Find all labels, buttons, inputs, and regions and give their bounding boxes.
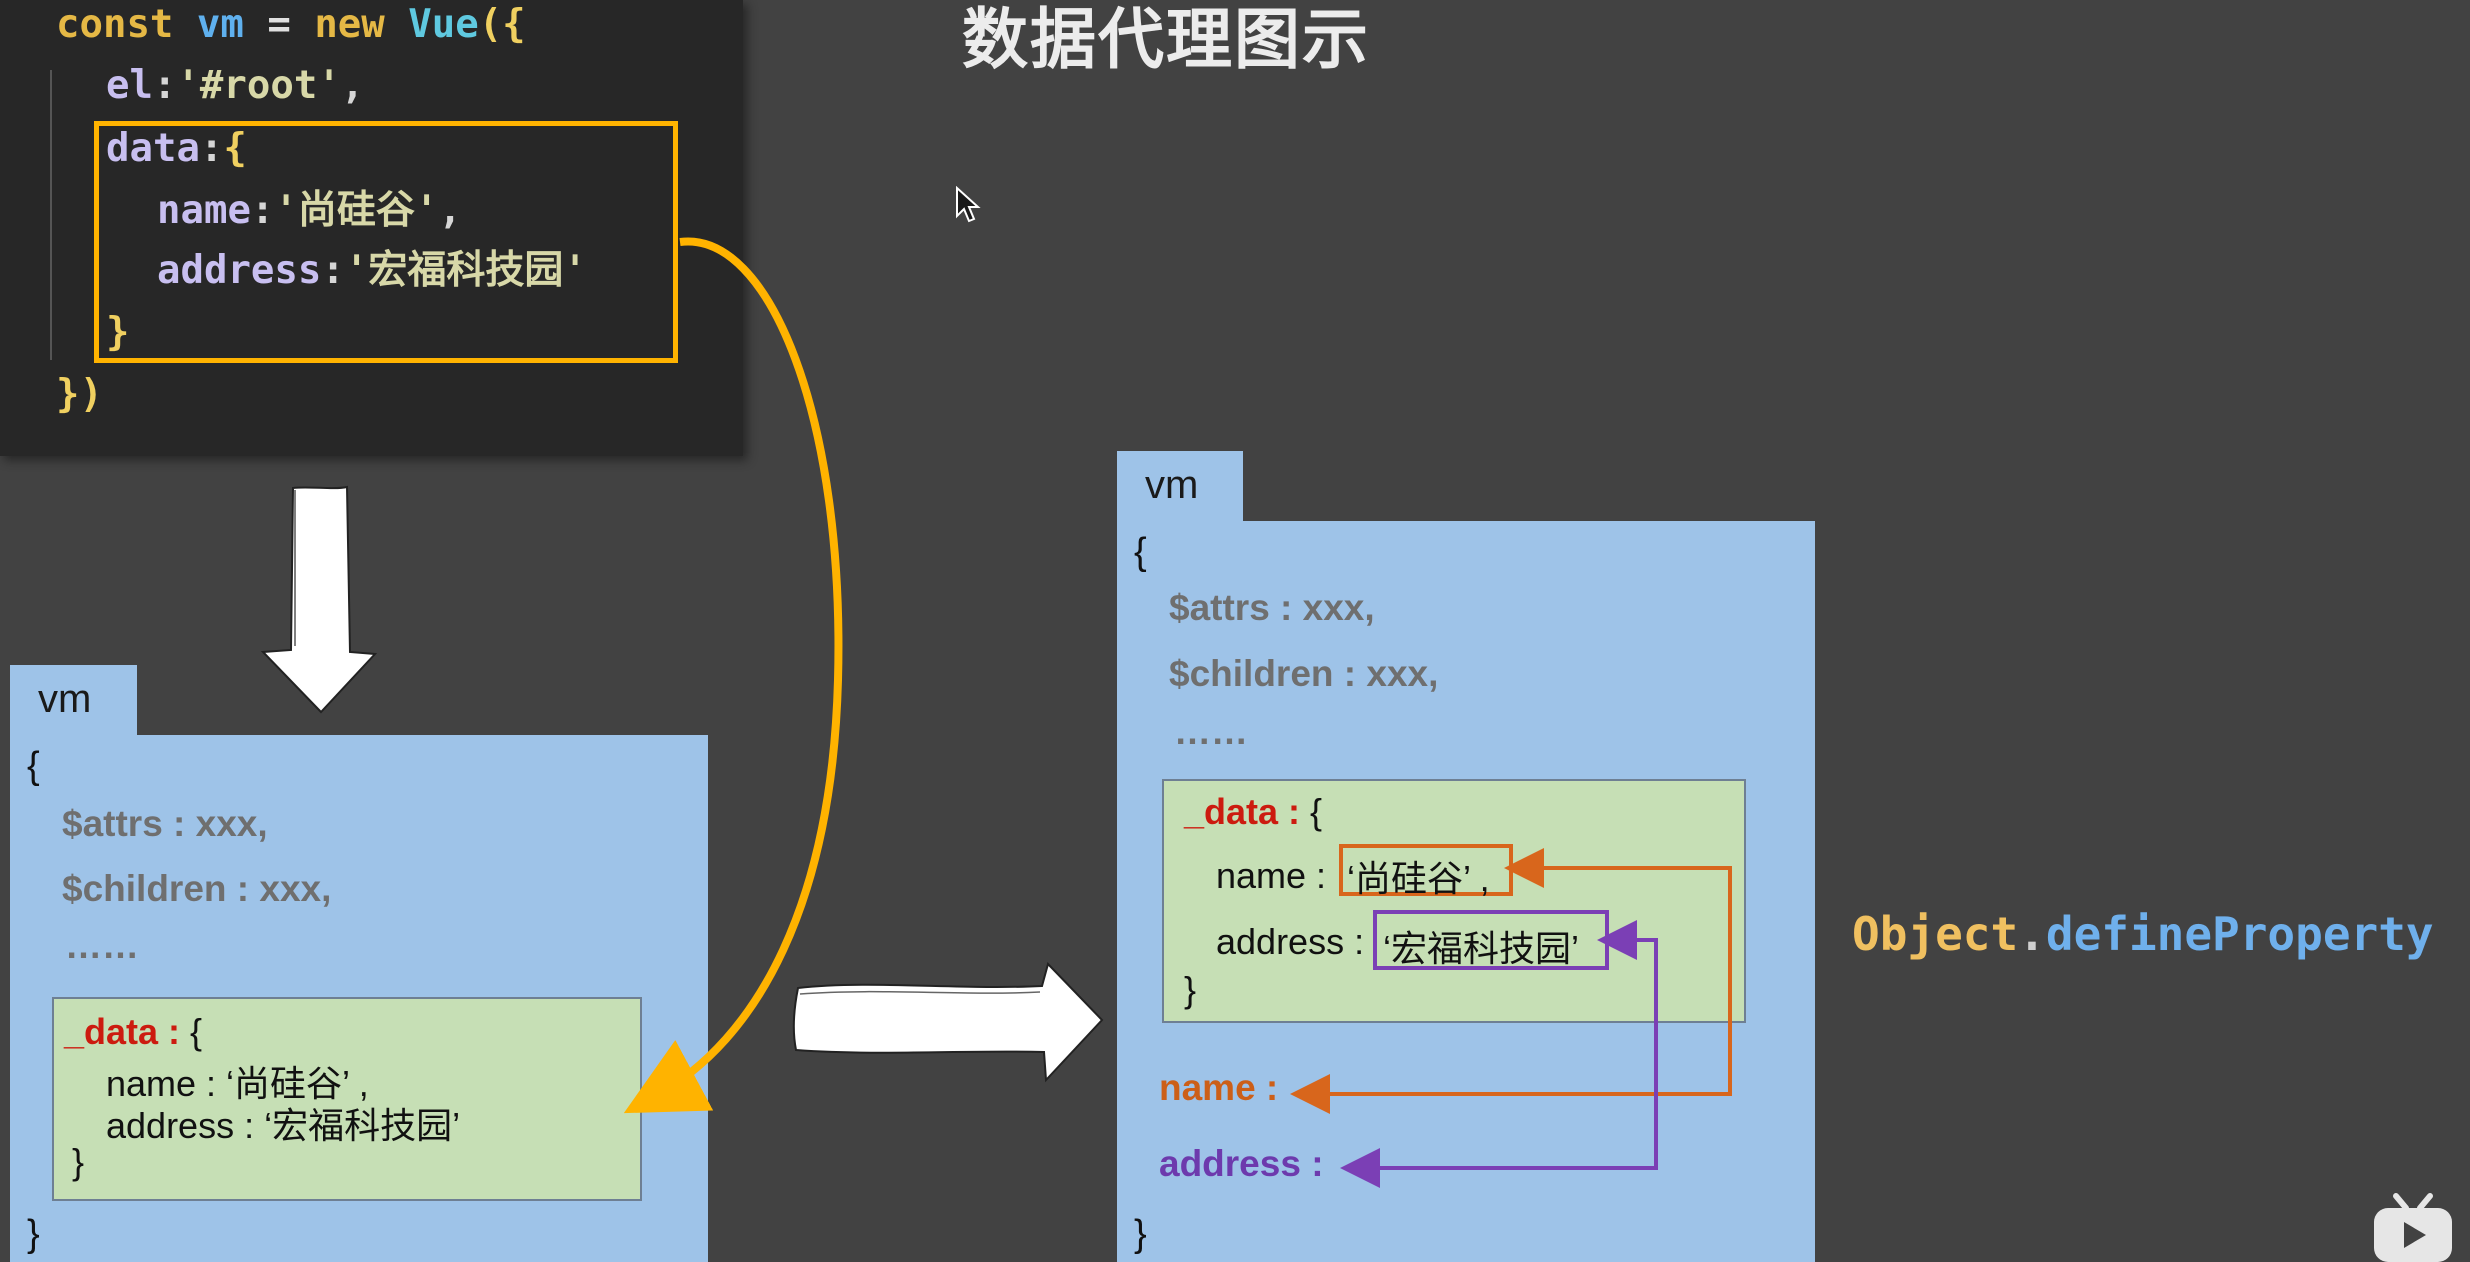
- code-token: '尚硅谷': [274, 188, 439, 233]
- children-line: $children : xxx,: [62, 868, 332, 909]
- data-close-brace: }: [1184, 969, 1197, 1010]
- code-token: :: [152, 63, 177, 108]
- code-token: =: [243, 2, 315, 47]
- name-value: ‘尚硅谷’ ,: [1347, 858, 1490, 899]
- vm-left-tab: vm: [10, 665, 137, 737]
- data-name-key: name :: [1216, 855, 1327, 896]
- page-title: 数据代理图示: [962, 1, 1370, 78]
- code-token: :: [250, 188, 275, 233]
- code-token: vm: [196, 2, 244, 47]
- data-copy-arrow: [623, 237, 843, 1114]
- attrs-line: $attrs : xxx,: [1169, 587, 1375, 628]
- name-value-box: ‘尚硅谷’ ,: [1339, 844, 1513, 899]
- code-token: address: [157, 248, 322, 293]
- code-line-3: data:{: [106, 124, 247, 174]
- tv-logo-icon: [2374, 1193, 2452, 1262]
- dot-token: .: [2018, 907, 2046, 961]
- code-token: :: [321, 248, 345, 293]
- children-line: $children : xxx,: [1169, 653, 1439, 694]
- code-line-7: }): [56, 370, 103, 420]
- proxy-name-property: name :: [1159, 1067, 1279, 1108]
- define-property-label: Object.defineProperty: [1852, 907, 2434, 961]
- vm-right-tab: vm: [1117, 451, 1243, 523]
- method-token: defineProperty: [2045, 907, 2434, 961]
- data-name-line: name : ‘尚硅谷’ ,: [106, 1063, 369, 1104]
- address-value: ‘宏福科技园’: [1383, 928, 1579, 969]
- open-brace: {: [1134, 531, 1147, 573]
- indent-guide: [50, 70, 52, 360]
- ellipsis: ……: [65, 925, 139, 966]
- name-getter-connector: [1308, 848, 1732, 1096]
- code-line-5: address:'宏福科技园': [157, 246, 587, 296]
- hand-drawn-right-arrow-icon: [792, 962, 1104, 1083]
- hand-drawn-down-arrow-icon: [260, 485, 378, 714]
- code-token: const: [56, 2, 174, 47]
- data-key-label: _data :: [1184, 791, 1301, 832]
- close-brace: }: [27, 1213, 40, 1255]
- code-token: '宏福科技园': [344, 248, 587, 293]
- close-brace: }: [1134, 1213, 1147, 1255]
- data-object-header: _data : {: [64, 1011, 202, 1053]
- code-token: data: [106, 126, 200, 171]
- mouse-pointer-icon: [956, 186, 981, 223]
- data-object-box: _data : { name : ‘尚硅谷’ , address : ‘宏福科技…: [52, 997, 642, 1201]
- code-token: ,: [438, 188, 462, 233]
- code-token: {: [223, 126, 247, 171]
- code-token: Vue: [408, 2, 479, 47]
- code-token: new: [314, 2, 385, 47]
- code-line-1: const vm = new Vue({: [56, 0, 526, 50]
- code-token: ({: [478, 2, 526, 47]
- data-address-key: address :: [1216, 921, 1365, 962]
- code-token: }): [56, 372, 103, 417]
- code-line-6: }: [106, 308, 129, 358]
- data-address-line: address : ‘宏福科技园’: [106, 1105, 461, 1146]
- data-open-brace: {: [1300, 791, 1323, 832]
- vm-left-box: { $attrs : xxx, $children : xxx, …… _dat…: [10, 735, 708, 1262]
- code-token: }: [106, 310, 130, 355]
- code-token: name: [157, 188, 251, 233]
- code-token: '#root': [176, 63, 341, 108]
- data-key-label: _data :: [64, 1011, 181, 1052]
- attrs-line: $attrs : xxx,: [62, 803, 268, 844]
- data-open-brace: {: [180, 1011, 203, 1052]
- code-token: el: [106, 63, 153, 108]
- code-line-2: el:'#root',: [106, 61, 364, 111]
- open-brace: {: [27, 745, 40, 787]
- ellipsis: ……: [1174, 711, 1248, 752]
- data-object-header: _data : {: [1184, 791, 1322, 833]
- proxy-address-property: address :: [1159, 1143, 1324, 1184]
- code-token: ,: [340, 63, 365, 108]
- code-panel: const vm = new Vue({ el:'#root', data:{ …: [0, 0, 743, 456]
- data-highlight-box: [94, 121, 678, 363]
- vm-right-box: { $attrs : xxx, $children : xxx, …… _dat…: [1117, 521, 1815, 1262]
- data-object-box: _data : { name : address : }: [1162, 779, 1746, 1023]
- data-close-brace: }: [72, 1141, 85, 1182]
- code-line-4: name:'尚硅谷',: [157, 186, 462, 236]
- object-token: Object: [1852, 907, 2019, 961]
- address-getter-connector: [1360, 920, 1658, 1170]
- code-token: :: [199, 126, 224, 171]
